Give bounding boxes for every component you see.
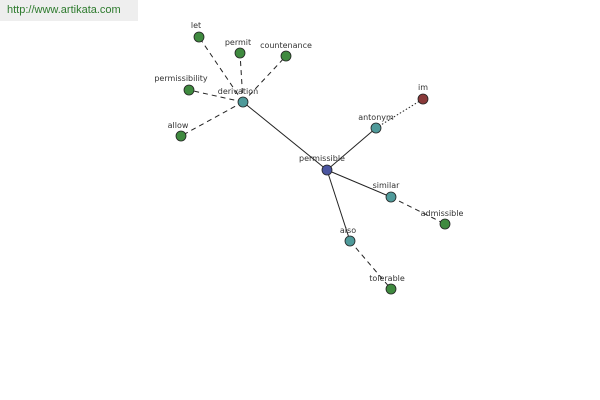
node-label-also: also (340, 226, 356, 235)
edge-permissible-antonym (326, 127, 377, 171)
node-permissibility[interactable] (183, 84, 195, 96)
node-label-im: im (418, 83, 428, 92)
node-label-derivation: derivation (218, 87, 258, 96)
graph-labels: permissible derivation antonym similar also l… (154, 21, 463, 283)
edge-similar-admissible (390, 196, 446, 225)
node-label-permissible: permissible (299, 154, 345, 163)
node-admissible[interactable] (439, 218, 451, 230)
edge-antonym-im (375, 98, 424, 129)
edge-derivation-permissibility (188, 89, 244, 103)
edge-also-tolerable (349, 240, 392, 290)
node-antonym[interactable] (370, 122, 382, 134)
node-similar[interactable] (385, 191, 397, 203)
graph-nodes (175, 31, 451, 295)
edge-derivation-countenance (242, 55, 287, 103)
node-label-countenance: countenance (260, 41, 312, 50)
edge-derivation-let (198, 36, 244, 103)
edge-permissible-similar (326, 169, 392, 198)
edge-permissible-also (326, 169, 351, 242)
node-permit[interactable] (234, 47, 246, 59)
node-allow[interactable] (175, 130, 187, 142)
node-im[interactable] (417, 93, 429, 105)
node-label-similar: similar (373, 181, 401, 190)
node-label-antonym: antonym (358, 113, 394, 122)
edge-permissible-derivation (242, 101, 328, 171)
site-url-watermark: http://www.artikata.com (0, 0, 138, 21)
node-also[interactable] (344, 235, 356, 247)
node-let[interactable] (193, 31, 205, 43)
node-label-admissible: admissible (421, 209, 464, 218)
node-label-tolerable: tolerable (369, 274, 405, 283)
node-derivation[interactable] (237, 96, 249, 108)
node-label-let: let (191, 21, 201, 30)
node-label-permit: permit (225, 38, 251, 47)
graph-edges (180, 36, 446, 290)
node-label-permissibility: permissibility (154, 74, 208, 83)
node-label-allow: allow (168, 121, 189, 130)
node-countenance[interactable] (280, 50, 292, 62)
edge-derivation-permit (239, 52, 244, 103)
edge-derivation-allow (180, 101, 244, 137)
node-tolerable[interactable] (385, 283, 397, 295)
node-permissible[interactable] (321, 164, 333, 176)
